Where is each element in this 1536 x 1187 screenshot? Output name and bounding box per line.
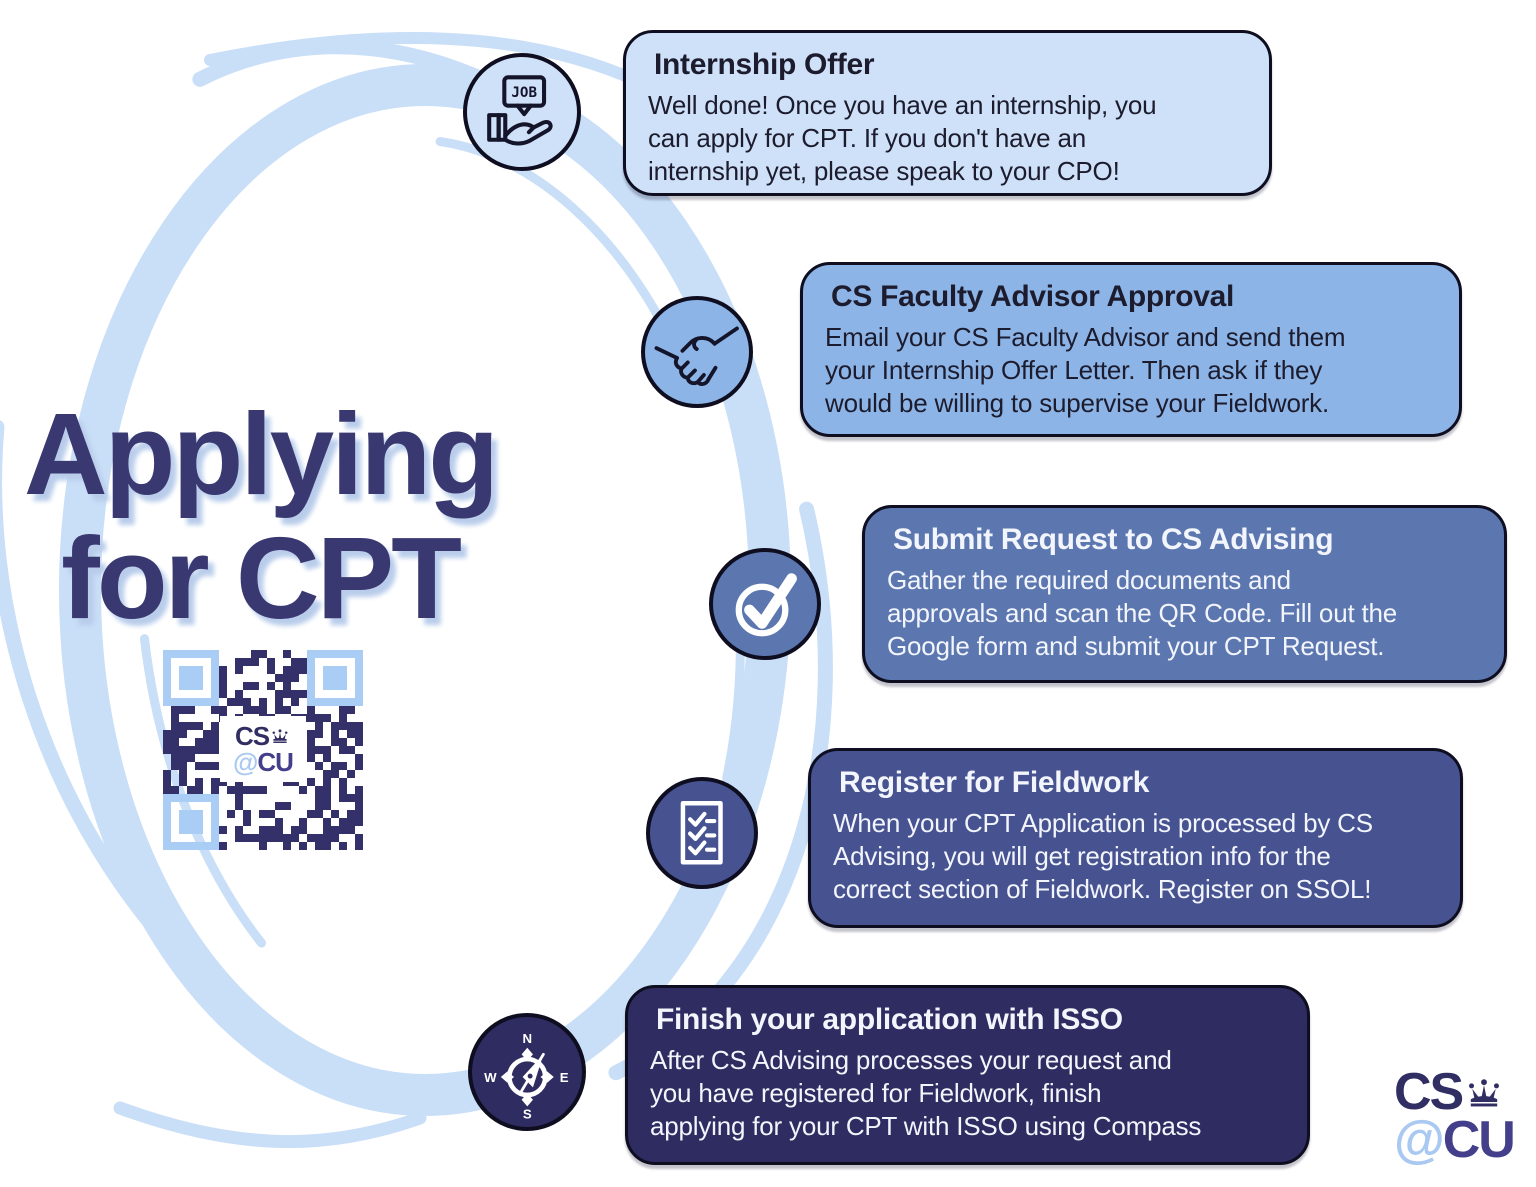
logo-cu-text: CU xyxy=(1442,1111,1516,1169)
step-title: CS Faculty Advisor Approval xyxy=(831,280,1235,313)
checkmark-icon xyxy=(709,548,821,660)
page-title: Applying for CPT xyxy=(0,392,520,640)
page-title-line1: Applying xyxy=(23,389,499,519)
checklist-icon xyxy=(646,777,758,889)
qr-code: CS @CU xyxy=(163,650,363,850)
compass-west-label: W xyxy=(484,1069,497,1084)
page-title-line2: for CPT xyxy=(61,513,462,643)
step-card-internship-offer: Internship Offer Well done! Once you hav… xyxy=(623,30,1272,196)
qr-logo-cs-text: CS xyxy=(234,721,270,751)
logo-at-text: @ xyxy=(1394,1111,1445,1169)
step-card-faculty-approval: CS Faculty Advisor Approval Email your C… xyxy=(800,262,1462,437)
handshake-icon xyxy=(641,296,753,408)
job-offer-icon: JOB xyxy=(463,53,581,171)
qr-logo-at-text: @ xyxy=(233,747,258,777)
step-body: Well done! Once you have an internship, … xyxy=(648,90,1157,186)
compass-north-label: N xyxy=(522,1031,532,1046)
qr-center-logo: CS @CU xyxy=(220,716,306,782)
crown-icon xyxy=(1469,1078,1500,1106)
step-title: Finish your application with ISSO xyxy=(656,1003,1123,1036)
step-card-submit-request: Submit Request to CS Advising Gather the… xyxy=(862,505,1507,683)
step-card-finish-isso: Finish your application with ISSO After … xyxy=(625,985,1310,1165)
cs-at-cu-logo: CS @CU xyxy=(1394,1063,1516,1169)
compass-south-label: S xyxy=(523,1106,532,1119)
compass-icon: N E S W xyxy=(468,1013,586,1131)
step-title: Register for Fieldwork xyxy=(839,766,1150,799)
step-body: Email your CS Faculty Advisor and send t… xyxy=(825,322,1346,418)
step-card-register-fieldwork: Register for Fieldwork When your CPT App… xyxy=(808,748,1463,928)
step-body: Gather the required documents and approv… xyxy=(887,565,1398,661)
step-body: When your CPT Application is processed b… xyxy=(833,808,1373,904)
step-title: Internship Offer xyxy=(654,48,875,81)
step-body: After CS Advising processes your request… xyxy=(650,1045,1202,1141)
logo-cs-text: CS xyxy=(1394,1063,1464,1121)
qr-logo-cu-text: CU xyxy=(257,747,294,777)
crown-icon xyxy=(272,729,288,743)
step-title: Submit Request to CS Advising xyxy=(893,523,1334,556)
compass-east-label: E xyxy=(559,1069,568,1084)
job-label: JOB xyxy=(511,85,537,101)
